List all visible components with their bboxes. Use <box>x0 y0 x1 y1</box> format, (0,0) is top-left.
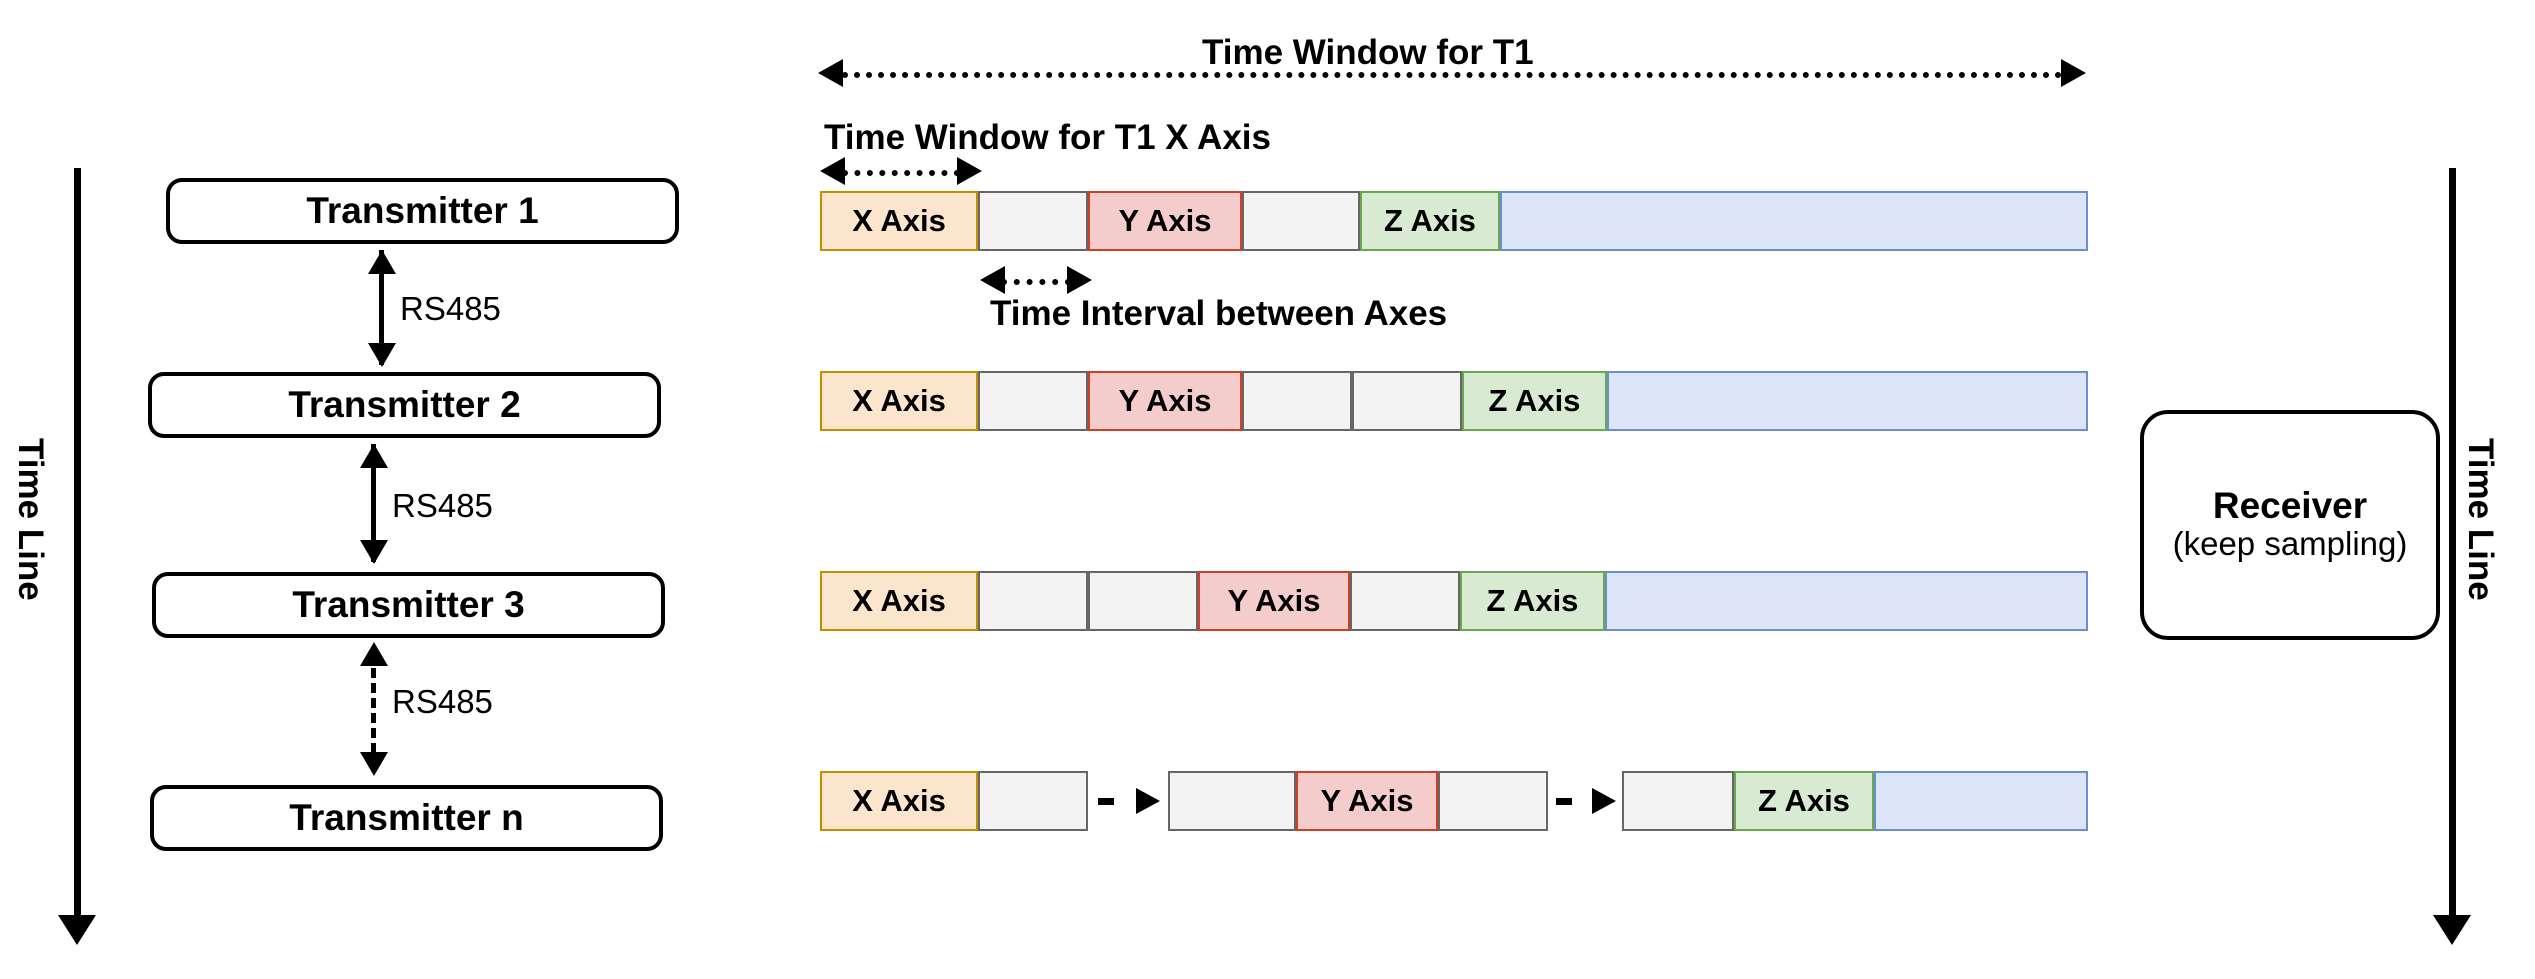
time-window-t1-x-axis-label: Time Window for T1 X Axis <box>824 118 1271 157</box>
right-timeline-arrowhead <box>2433 915 2471 945</box>
transmitter-box-2[interactable]: Transmitter 2 <box>148 372 661 438</box>
slot-gap[interactable] <box>1350 571 1460 631</box>
slot-idle[interactable] <box>1607 371 2088 431</box>
slot-z-axis[interactable]: Z Axis <box>1734 771 1874 831</box>
slot-y-axis[interactable]: Y Axis <box>1296 771 1438 831</box>
slot-x-axis[interactable]: X Axis <box>820 771 978 831</box>
slot-x-axis[interactable]: X Axis <box>820 571 978 631</box>
rs485-link-3-line <box>371 668 376 753</box>
slot-y-axis[interactable]: Y Axis <box>1088 371 1242 431</box>
slot-gap[interactable] <box>1622 771 1734 831</box>
measure-track <box>1001 279 1071 285</box>
transmitter-box-3[interactable]: Transmitter 3 <box>152 572 665 638</box>
slot-idle[interactable] <box>1500 191 2088 251</box>
flow-arrow-x-to-y-icon <box>1098 788 1160 814</box>
slot-x-axis[interactable]: X Axis <box>820 191 978 251</box>
transmitter-box-n-label: Transmitter n <box>289 796 524 838</box>
slot-gap[interactable] <box>978 571 1088 631</box>
slot-gap[interactable] <box>1088 571 1198 631</box>
measure-track <box>842 72 2062 78</box>
slot-gap[interactable] <box>1242 191 1360 251</box>
measure-arrowhead-right <box>957 157 982 185</box>
slot-z-axis[interactable]: Z Axis <box>1360 191 1500 251</box>
receiver-box[interactable]: Receiver (keep sampling) <box>2140 410 2440 640</box>
left-timeline-label: Time Line <box>11 438 50 601</box>
transmitter-box-1[interactable]: Transmitter 1 <box>166 178 679 244</box>
measure-arrowhead-left <box>818 59 843 87</box>
measure-arrowhead-right <box>2061 59 2086 87</box>
slot-y-axis[interactable]: Y Axis <box>1198 571 1350 631</box>
time-interval-between-axes-measure-arrow <box>980 266 1092 294</box>
rs485-link-1-label: RS485 <box>400 290 501 327</box>
transmitter-box-3-label: Transmitter 3 <box>292 583 525 625</box>
rs485-link-3-arrow-up <box>360 642 388 666</box>
receiver-subtitle: (keep sampling) <box>2172 525 2408 563</box>
rs485-link-3-arrow-down <box>360 752 388 776</box>
slot-gap[interactable] <box>1352 371 1462 431</box>
time-interval-between-axes-label: Time Interval between Axes <box>990 294 1448 333</box>
flow-arrow-y-to-z-icon <box>1556 788 1616 814</box>
rs485-link-2-label: RS485 <box>392 487 493 524</box>
slot-z-axis[interactable]: Z Axis <box>1460 571 1605 631</box>
right-timeline-label: Time Line <box>2461 438 2500 601</box>
measure-arrowhead-right <box>1067 266 1092 294</box>
flow-arrow-tip <box>1592 788 1616 814</box>
rs485-link-1-line <box>379 250 384 365</box>
rs485-link-2-line <box>371 444 376 562</box>
slot-gap[interactable] <box>1168 771 1296 831</box>
flow-arrow-dash <box>1098 798 1114 805</box>
receiver-title: Receiver <box>2212 485 2368 527</box>
slot-idle[interactable] <box>1605 571 2088 631</box>
transmitter-box-1-label: Transmitter 1 <box>306 189 539 231</box>
flow-arrow-tip <box>1136 788 1160 814</box>
time-window-t1-measure-arrow <box>818 59 2086 87</box>
slot-gap[interactable] <box>1242 371 1352 431</box>
slot-gap[interactable] <box>978 371 1088 431</box>
measure-track <box>842 170 960 176</box>
measure-arrowhead-left <box>820 157 845 185</box>
rs485-link-3-label: RS485 <box>392 683 493 720</box>
flow-arrow-dash <box>1556 798 1572 805</box>
transmitter-box-n[interactable]: Transmitter n <box>150 785 663 851</box>
slot-gap[interactable] <box>978 191 1088 251</box>
slot-z-axis[interactable]: Z Axis <box>1462 371 1607 431</box>
slot-idle[interactable] <box>1874 771 2088 831</box>
slot-y-axis[interactable]: Y Axis <box>1088 191 1242 251</box>
rs485-link-2-arrow-down <box>360 540 388 564</box>
right-timeline-axis <box>2449 168 2456 920</box>
slot-gap[interactable] <box>978 771 1088 831</box>
transmitter-box-2-label: Transmitter 2 <box>288 383 521 425</box>
measure-arrowhead-left <box>980 266 1005 294</box>
time-window-t1-label: Time Window for T1 <box>1202 33 1534 72</box>
slot-x-axis[interactable]: X Axis <box>820 371 978 431</box>
time-window-t1-x-axis-measure-arrow <box>820 157 982 185</box>
left-timeline-arrowhead <box>58 915 96 945</box>
slot-gap[interactable] <box>1438 771 1548 831</box>
left-timeline-axis <box>74 168 81 920</box>
rs485-link-1-arrow-down <box>368 343 396 367</box>
